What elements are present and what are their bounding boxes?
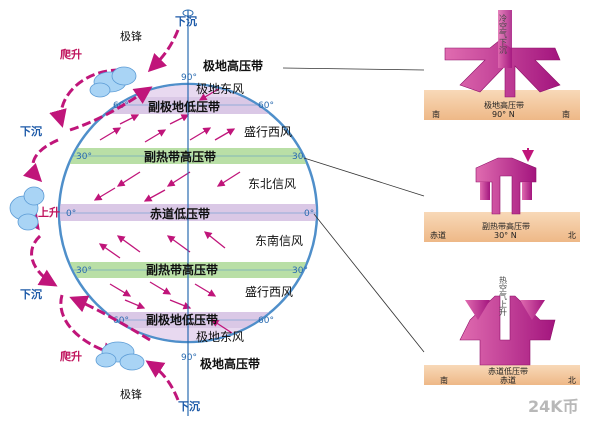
label-sink-top: 下沉: [175, 14, 197, 28]
label-polar-high-bottom: 极地高压带: [200, 356, 260, 371]
panel3-right: 北: [568, 376, 576, 385]
label-polar-high-top: 极地高压带: [203, 58, 263, 73]
label-equator-low: 赤道低压带: [150, 206, 210, 221]
panel1-belt: 极地高压带: [484, 100, 524, 110]
label-subtropical-north: 副热带高压带: [144, 149, 216, 164]
arrows-polar-east: [198, 87, 233, 334]
deg-60-s-right: 60°: [258, 316, 274, 326]
arrows-westerly-north: [99, 114, 236, 143]
arrows-trade-se: [98, 231, 226, 259]
label-trade-ne: 东北信风: [248, 177, 296, 191]
label-polar-east-north: 极地东风: [196, 82, 244, 96]
deg-60-s-left: 60°: [113, 316, 129, 326]
deg-30-s-right: 30°: [292, 266, 308, 276]
label-westerly-north: 盛行西风: [244, 124, 292, 139]
label-subpolar-south: 副极地低压带: [146, 312, 218, 327]
label-front-top: 极锋: [120, 29, 142, 43]
panel3-left: 南: [440, 375, 448, 385]
cloud-bottom: [95, 341, 145, 371]
watermark: 24K币: [528, 397, 579, 416]
label-subpolar-north: 副极地低压带: [148, 99, 220, 114]
panel2-belt: 副热带高压带: [482, 221, 530, 231]
label-westerly-south: 盛行西风: [245, 284, 293, 299]
label-polar-east-south: 极地东风: [196, 330, 244, 344]
label-sink-left-north: 下沉: [20, 124, 42, 138]
deg-90-top: 90°: [181, 73, 197, 83]
panel-equator-low: 热空气上升 赤道低压带 南 赤道 北: [424, 275, 580, 385]
arrows-westerly-south: [109, 281, 217, 310]
label-climb-bottom: 爬升: [60, 349, 82, 363]
label-climb-top: 爬升: [60, 47, 82, 61]
panel1-right: 南: [562, 109, 570, 119]
label-trade-se: 东南信风: [255, 233, 303, 248]
cloud-top: [89, 66, 137, 98]
label-front-bottom: 极锋: [120, 387, 142, 401]
label-sink-left-south: 下沉: [20, 287, 42, 301]
connectors: [282, 67, 425, 353]
label-sink-bottom: 下沉: [178, 399, 200, 413]
deg-30-n-left: 30°: [76, 152, 92, 162]
deg-90-bottom: 90°: [181, 353, 197, 363]
panel-polar-high: 冷空气下沉 极地高压带 南 90° N 南: [424, 10, 580, 120]
deg-30-s-left: 30°: [76, 266, 92, 276]
panel1-center: 90° N: [492, 110, 515, 119]
panel3-vertical-label: 热空气上升: [499, 275, 508, 317]
panel2-center: 30° N: [494, 231, 517, 240]
label-rise-left: 上升: [38, 205, 60, 219]
label-subtropical-south: 副热带高压带: [146, 262, 218, 277]
panel1-vertical-label: 冷空气下沉: [499, 13, 508, 55]
deg-0-right: 0°: [304, 209, 314, 219]
deg-30-n-right: 30: [292, 152, 304, 162]
panel1-left: 南: [432, 109, 440, 119]
panel2-right: 北: [568, 231, 576, 240]
globe: 极地高压带 极地东风 副极地低压带 盛行西风 副热带高压带 东北信风 赤道低压带…: [57, 9, 319, 416]
arrows-trade-ne: [93, 171, 241, 202]
deg-0-left: 0°: [66, 209, 76, 219]
deg-60-n-right: 60°: [258, 101, 274, 111]
band-polar-south: [60, 328, 316, 341]
cloud-mid: [9, 186, 45, 231]
panel3-belt: 赤道低压带: [488, 366, 528, 376]
panel-subtropical-high: 副热带高压带 赤道 30° N 北: [424, 148, 580, 242]
panel2-left: 赤道: [430, 230, 446, 240]
panel3-center: 赤道: [500, 375, 516, 385]
